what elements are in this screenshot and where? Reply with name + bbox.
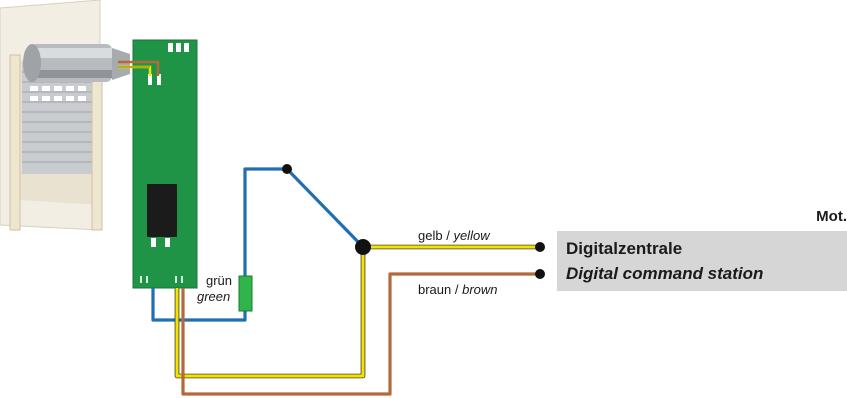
decoder-board — [132, 39, 198, 289]
roller-shutter-icon — [0, 0, 130, 231]
label-mot: Mot. — [816, 208, 847, 225]
label-gelb: gelb — [418, 228, 443, 243]
label-braun-brown: braun / brown — [418, 282, 498, 297]
blue-wire — [151, 167, 365, 322]
station-title: Digitalzentrale — [566, 239, 682, 258]
brown-wire — [181, 272, 540, 396]
motor-wires — [118, 60, 160, 76]
brown-terminal — [535, 269, 545, 279]
yellow-wire — [174, 244, 540, 379]
green-diode — [238, 275, 253, 312]
label-separator-2: / — [455, 282, 459, 297]
label-yellow: yellow — [452, 228, 491, 243]
label-braun: braun — [418, 282, 451, 297]
station-box — [557, 231, 847, 291]
yellow-terminal — [535, 242, 545, 252]
station-subtitle: Digital command station — [566, 264, 763, 283]
label-green: green — [197, 289, 230, 304]
label-separator-1: / — [446, 228, 450, 243]
label-gelb-yellow: gelb / yellow — [418, 228, 491, 243]
toggle-switch-icon — [282, 164, 371, 255]
label-brown: brown — [462, 282, 497, 297]
terminal-dots — [535, 242, 545, 279]
label-gruen: grün — [206, 273, 232, 288]
